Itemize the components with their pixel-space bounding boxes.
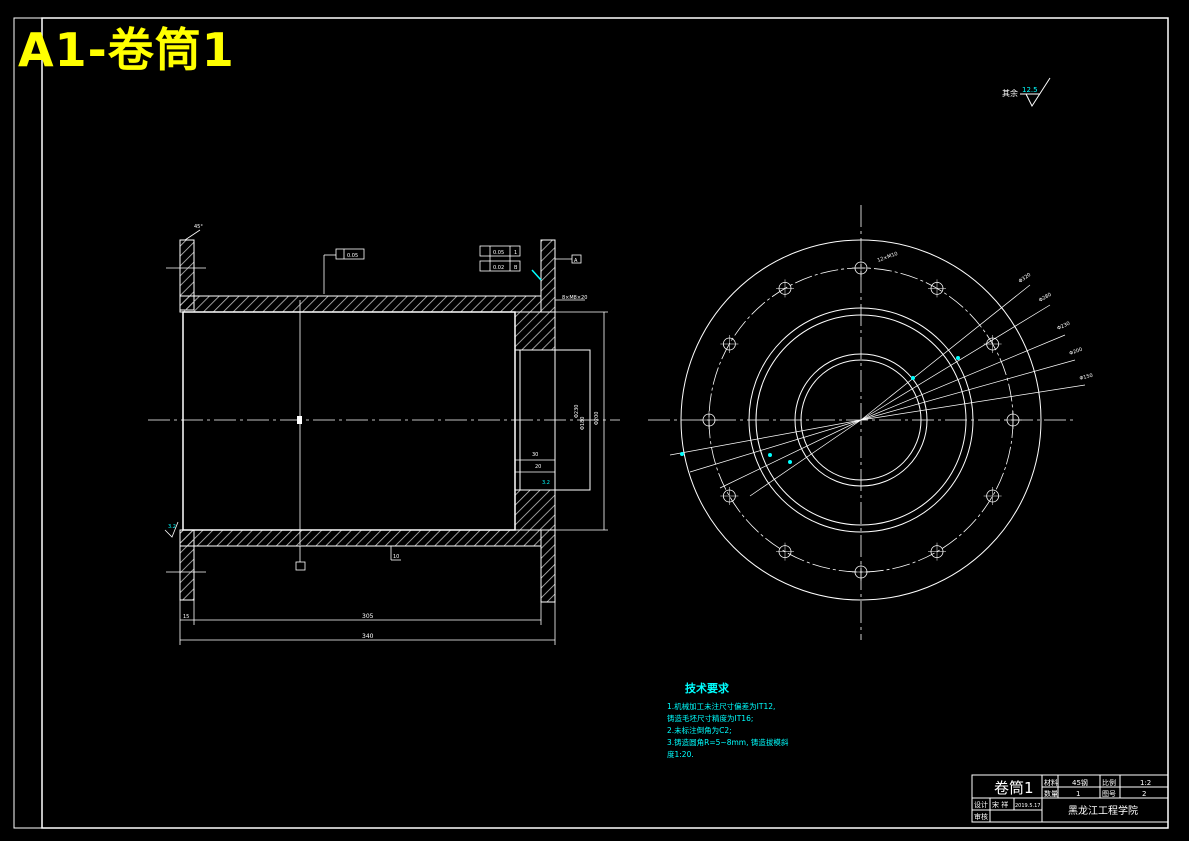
tech-line-5: 度1:20. bbox=[667, 749, 694, 759]
pcd-label: 12×M10 bbox=[877, 251, 899, 264]
dim-wall: 10 bbox=[393, 554, 399, 560]
inner-border bbox=[41, 17, 1169, 829]
outer-border bbox=[13, 17, 1169, 829]
tech-line-4: 3.铸造圆角R=5~8mm, 铸造拔模斜 bbox=[667, 737, 789, 747]
title-drawing-no: 2 bbox=[1142, 790, 1146, 798]
tolerance-1: 0.05 bbox=[347, 253, 358, 259]
dim-flange: 15 bbox=[183, 614, 189, 620]
datum-b: B bbox=[514, 265, 518, 271]
drawing-headline: A1-卷筒1 bbox=[18, 23, 235, 77]
tolerance-2: 0.05 bbox=[493, 250, 504, 256]
title-designer-label: 设计 bbox=[974, 800, 988, 809]
roughness-symbol: 其余 12.5 bbox=[1002, 77, 1051, 108]
bolt-holes bbox=[700, 259, 1022, 581]
roughness-label: 其余 bbox=[1002, 88, 1018, 98]
tech-line-2: 铸造毛坯尺寸精度为IT16; bbox=[667, 713, 753, 723]
end-label-5: Φ150 bbox=[1079, 373, 1094, 382]
datum-1: 1 bbox=[514, 250, 517, 256]
title-quantity: 1 bbox=[1076, 790, 1080, 798]
dim-depth: 30 bbox=[532, 452, 538, 458]
dim-diam-2: Φ180 bbox=[580, 417, 586, 430]
roughness-value: 12.5 bbox=[1022, 86, 1038, 94]
title-school: 黑龙江工程学院 bbox=[1068, 804, 1138, 817]
end-view: 12×M10 Φ320 Φ28 bbox=[648, 205, 1094, 640]
angle-note: 45° bbox=[194, 224, 203, 230]
tech-line-3: 2.未标注倒角为C2; bbox=[667, 725, 732, 735]
end-label-1: Φ320 bbox=[1018, 272, 1032, 285]
tolerance-frame-right: 0.05 0.02 1 B A bbox=[479, 245, 582, 281]
title-part-name: 卷筒1 bbox=[994, 779, 1034, 797]
tolerance-3: 0.02 bbox=[493, 265, 504, 271]
title-scale: 1:2 bbox=[1140, 779, 1151, 787]
thread-note: 8×M8×20 bbox=[562, 295, 587, 301]
title-drawing-no-label: 图号 bbox=[1102, 790, 1116, 798]
section-view: 305 340 15 Φ200 Φ180 Φ230 30 20 3.2 3.2 … bbox=[148, 224, 620, 645]
dim-overall: 340 bbox=[362, 633, 374, 640]
roughness-left: 3.2 bbox=[168, 524, 176, 530]
end-label-4: Φ200 bbox=[1069, 347, 1084, 357]
dim-step: 20 bbox=[535, 464, 541, 470]
title-date: 2019.5.17 bbox=[1015, 803, 1040, 809]
title-designer: 宋 祥 bbox=[992, 800, 1008, 809]
title-block-text: 卷筒1 材料 45钢 比例 1:2 数量 1 图号 2 设计 宋 祥 2019.… bbox=[974, 778, 1151, 821]
end-label-2: Φ280 bbox=[1038, 292, 1053, 304]
dim-inner: 305 bbox=[362, 613, 374, 620]
title-quantity-label: 数量 bbox=[1044, 789, 1058, 798]
title-material: 45钢 bbox=[1072, 778, 1088, 787]
title-block bbox=[971, 774, 1169, 823]
tolerance-frame-top: 0.05 bbox=[323, 248, 365, 294]
dim-diam-3: Φ230 bbox=[574, 405, 580, 418]
roughness-right: 3.2 bbox=[542, 480, 550, 486]
title-material-label: 材料 bbox=[1044, 778, 1058, 787]
tech-requirements: 技术要求 1.机械加工未注尺寸偏差为IT12, 铸造毛坯尺寸精度为IT16; 2… bbox=[667, 681, 789, 759]
tech-title: 技术要求 bbox=[685, 681, 730, 695]
tech-line-1: 1.机械加工未注尺寸偏差为IT12, bbox=[667, 701, 775, 711]
title-scale-label: 比例 bbox=[1102, 778, 1116, 787]
datum-a: A bbox=[574, 258, 578, 264]
title-reviewer-label: 审核 bbox=[974, 812, 988, 821]
end-label-3: Φ230 bbox=[1056, 321, 1071, 332]
dim-diam-1: Φ200 bbox=[594, 412, 600, 425]
